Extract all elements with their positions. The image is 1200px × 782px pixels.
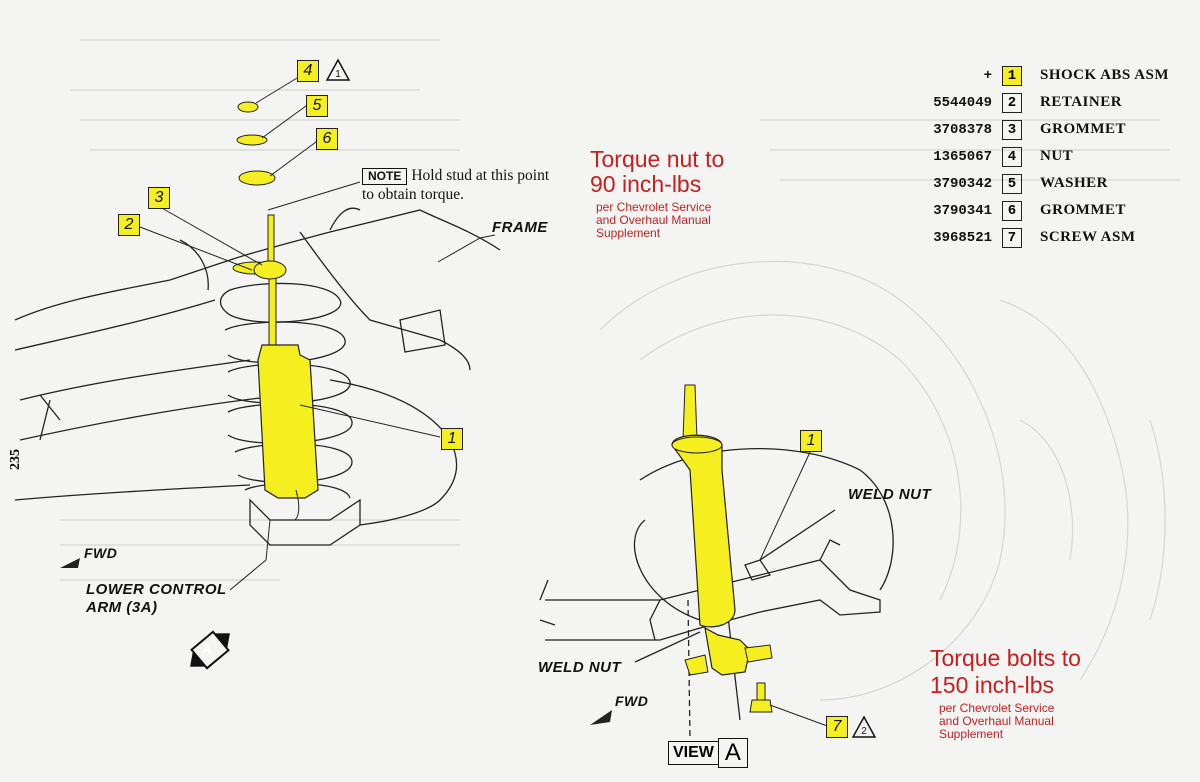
lower-control-arm-label-line2: ARM (3A) (86, 599, 158, 616)
callout-1-left: 1 (441, 428, 463, 450)
parts-row: 1365067 4 NUT (905, 143, 1169, 170)
fwd-arrow-left (60, 558, 80, 568)
part-number: + (983, 67, 992, 84)
callout-6: 6 (316, 128, 338, 150)
weld-nut-label-right: WELD NUT (848, 486, 932, 503)
callout-4: 4 (297, 60, 319, 82)
parts-list: + 1 SHOCK ABS ASM 5544049 2 RETAINER 370… (905, 62, 1169, 251)
part-number: 3968521 (933, 229, 992, 246)
part-name: SHOCK ABS ASM (1040, 67, 1170, 83)
part-name: SCREW ASM (1040, 229, 1136, 245)
shock-absorber-left (232, 101, 319, 521)
part-index-box: 2 (1002, 92, 1022, 113)
part-number: 3708378 (933, 121, 992, 138)
warning-1-number: 1 (335, 69, 341, 80)
torque-bolts-note-line1: per Chevrolet Service (939, 701, 1055, 715)
shock-absorber-right (671, 384, 773, 713)
torque-nut-note-line3: Supplement (596, 226, 661, 240)
page-number: 235 (8, 449, 23, 470)
part-index-box: 4 (1002, 146, 1022, 167)
fwd-arrow-right (590, 710, 612, 725)
left-leader-lines (139, 71, 441, 591)
parts-row: 3790341 6 GROMMET (905, 197, 1169, 224)
view-a-arrow (190, 630, 230, 670)
view-word: VIEW (668, 741, 719, 765)
view-letter: A (717, 738, 748, 768)
part-number: 1365067 (933, 148, 992, 165)
note-tag: NOTE (362, 168, 408, 185)
lower-control-arm-label-line1: LOWER CONTROL (86, 581, 227, 598)
torque-nut-title-line2: 90 inch-lbs (590, 171, 702, 197)
parts-row: 5544049 2 RETAINER (905, 89, 1169, 116)
frame-label: FRAME (492, 219, 548, 236)
callout-1-right: 1 (800, 430, 822, 452)
torque-nut-note-line1: per Chevrolet Service (596, 200, 712, 214)
part-index-box: 1 (1002, 65, 1022, 86)
right-leader-lines (759, 449, 831, 728)
parts-row: + 1 SHOCK ABS ASM (905, 62, 1169, 89)
part-index-box: 6 (1002, 200, 1022, 221)
part-number: 5544049 (933, 94, 992, 111)
frame-leader (437, 234, 496, 263)
torque-bolts-note-line2: and Overhaul Manual (939, 714, 1054, 728)
part-name: RETAINER (1040, 94, 1123, 110)
view-a-title: VIEW A (668, 738, 748, 768)
background-ghost-lines (60, 39, 1180, 701)
part-index-box: 5 (1002, 173, 1022, 194)
part-index-box: 3 (1002, 119, 1022, 140)
torque-bolts-title-line2: 150 inch-lbs (930, 672, 1055, 698)
part-name: GROMMET (1040, 202, 1126, 218)
weld-nut-label-left: WELD NUT (538, 659, 622, 676)
warning-2-number: 2 (861, 726, 867, 737)
torque-bolts-note-line3: Supplement (939, 727, 1004, 741)
view-a-arrow-letter: A (202, 641, 212, 656)
torque-nut-note-line2: and Overhaul Manual (596, 213, 711, 227)
fwd-label-right: FWD (615, 693, 649, 709)
part-number: 3790342 (933, 175, 992, 192)
parts-row: 3708378 3 GROMMET (905, 116, 1169, 143)
warning-triangle-1-icon: 1 (325, 58, 351, 81)
part-name: NUT (1040, 148, 1074, 164)
parts-row: 3968521 7 SCREW ASM (905, 224, 1169, 251)
warning-triangle-2-icon: 2 (851, 715, 877, 738)
part-number: 3790341 (933, 202, 992, 219)
note-text: Hold stud at this point to obtain torque… (362, 167, 550, 203)
part-name: WASHER (1040, 175, 1109, 191)
frame-and-spring (14, 207, 501, 546)
part-name: GROMMET (1040, 121, 1126, 137)
torque-bolts-title-line1: Torque bolts to (930, 645, 1081, 671)
parts-row: 3790342 5 WASHER (905, 170, 1169, 197)
callout-5: 5 (306, 95, 328, 117)
fwd-label-left: FWD (84, 545, 118, 561)
callout-7: 7 (826, 716, 848, 738)
torque-nut-title-line1: Torque nut to (590, 146, 725, 172)
callout-2: 2 (118, 214, 140, 236)
callout-3: 3 (148, 187, 170, 209)
part-index-box: 7 (1002, 227, 1022, 248)
